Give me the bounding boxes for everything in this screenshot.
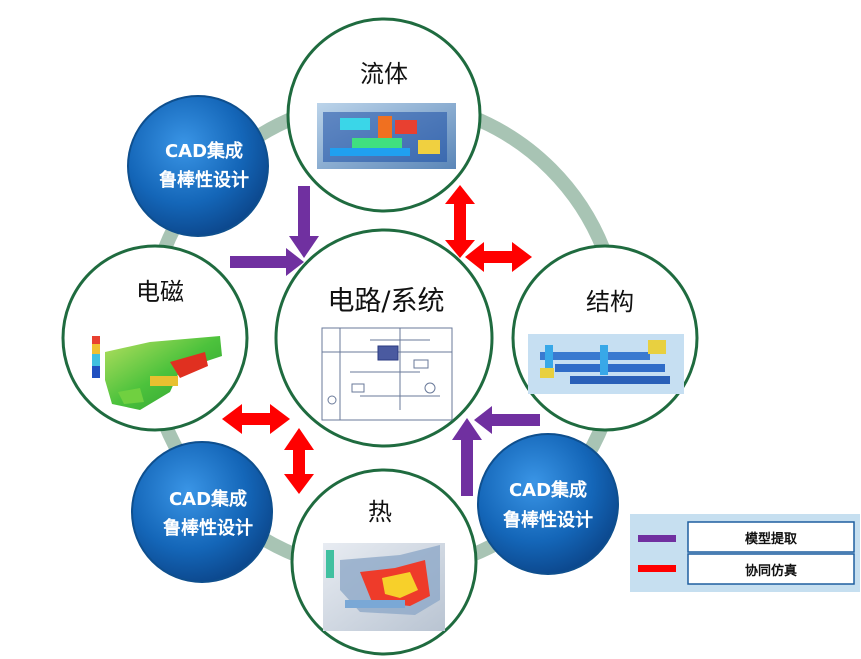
fluid-image: [317, 103, 456, 169]
cad-badge-bottom-right: CAD集成 鲁棒性设计: [477, 433, 619, 575]
cad-badge-bottom-right-line1: CAD集成: [509, 479, 587, 501]
legend: 模型提取 协同仿真: [630, 514, 860, 592]
model-extract-arrow-left: [230, 248, 304, 276]
legend-label-model-extract: 模型提取: [745, 531, 798, 547]
center-node: 电路/系统: [274, 228, 494, 448]
circuit-schematic: [321, 327, 453, 421]
cad-badge-top-left-line1: CAD集成: [165, 140, 243, 162]
model-extract-arrow-top: [289, 186, 319, 258]
model-extract-arrow-right-horizontal: [474, 406, 540, 434]
thermal-image: [323, 543, 445, 631]
cad-badge-bottom-right-line2: 鲁棒性设计: [503, 509, 593, 531]
fluid-node: 流体: [286, 17, 482, 213]
em-node: 电磁: [61, 244, 249, 432]
cad-badge-top-left: CAD集成 鲁棒性设计: [127, 95, 269, 237]
structure-image: [528, 334, 684, 394]
cad-badge-top-left-line2: 鲁棒性设计: [159, 169, 249, 191]
legend-item-model-extract: 模型提取: [638, 521, 855, 553]
cad-badge-bottom-left-line1: CAD集成: [169, 488, 247, 510]
legend-item-co-sim: 协同仿真: [638, 553, 855, 585]
fluid-label: 流体: [360, 60, 408, 88]
co-sim-arrow-em-horizontal: [222, 404, 290, 434]
legend-label-co-sim: 协同仿真: [745, 563, 797, 579]
co-sim-arrow-structure-horizontal: [465, 242, 532, 272]
model-extract-arrow-right-vertical: [452, 418, 482, 496]
co-sim-arrow-fluid-vertical: [445, 185, 475, 258]
thermal-label: 热: [368, 498, 392, 526]
em-label: 电磁: [136, 278, 184, 306]
cad-badge-bottom-left: CAD集成 鲁棒性设计: [131, 441, 273, 583]
structure-label: 结构: [586, 288, 634, 316]
co-sim-arrow-thermal-vertical: [284, 428, 314, 494]
cad-badge-bottom-left-line2: 鲁棒性设计: [163, 517, 253, 539]
center-label: 电路/系统: [327, 286, 444, 317]
em-image: [92, 336, 222, 410]
thermal-node: 热: [290, 468, 478, 656]
structure-node: 结构: [511, 244, 699, 432]
